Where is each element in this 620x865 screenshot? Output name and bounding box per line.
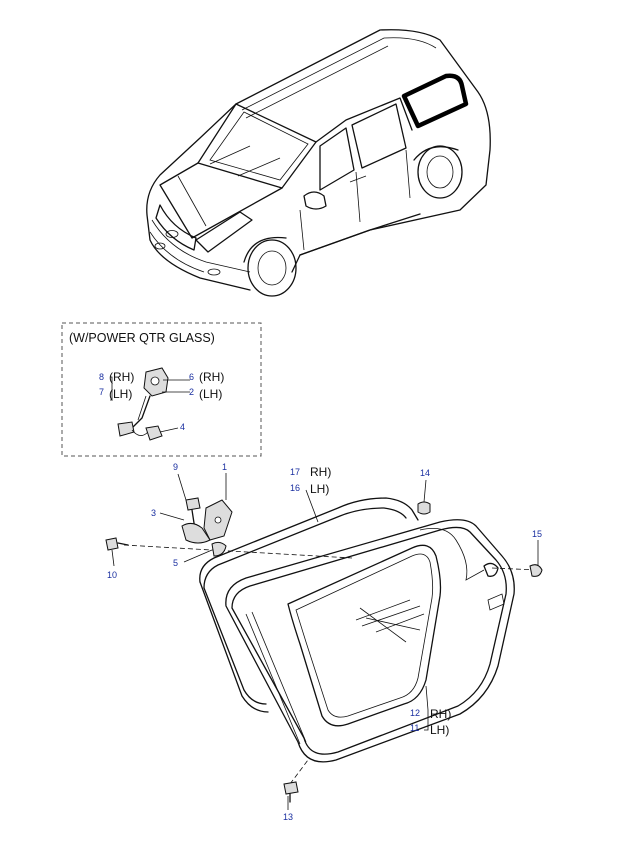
power-qtr-glass-inset: (W/POWER QTR GLASS) 8 7 (RH) (LH) 6 2 (R… [61,322,262,457]
side-lh-open-left: (LH) [109,387,132,401]
callout-11: 11 [410,723,419,733]
callout-9: 9 [173,462,178,472]
callout-10: 10 [107,570,117,580]
side-rh-lower: RH) [430,707,451,721]
side-lh-lower: LH) [430,723,449,737]
side-rh-upper: RH) [310,465,331,479]
side-lh-open-right: (LH) [199,387,222,401]
van-illustration [146,29,491,297]
callout-12: 12 [410,708,420,718]
inset-title: (W/POWER QTR GLASS) [69,331,215,345]
side-rh-open-left: (RH) [109,370,134,384]
callout-13: 13 [283,812,293,822]
side-rh-open-right: (RH) [199,370,224,384]
callout-1: 1 [222,462,227,472]
callout-5: 5 [173,558,178,568]
quarter-glass-assembly: 1 9 3 5 10 14 15 13 17 RH) 16 LH) 12 RH)… [105,462,543,822]
callout-4: 4 [180,422,185,432]
callout-17: 17 [290,467,300,477]
side-lh-upper: LH) [310,482,329,496]
callout-2: 2 [189,387,194,397]
callout-7: 7 [99,387,104,397]
callout-6: 6 [189,372,194,382]
callout-8: 8 [99,372,104,382]
callout-3: 3 [151,508,156,518]
callout-15: 15 [532,529,542,539]
callout-16: 16 [290,483,300,493]
callout-14: 14 [420,468,430,478]
